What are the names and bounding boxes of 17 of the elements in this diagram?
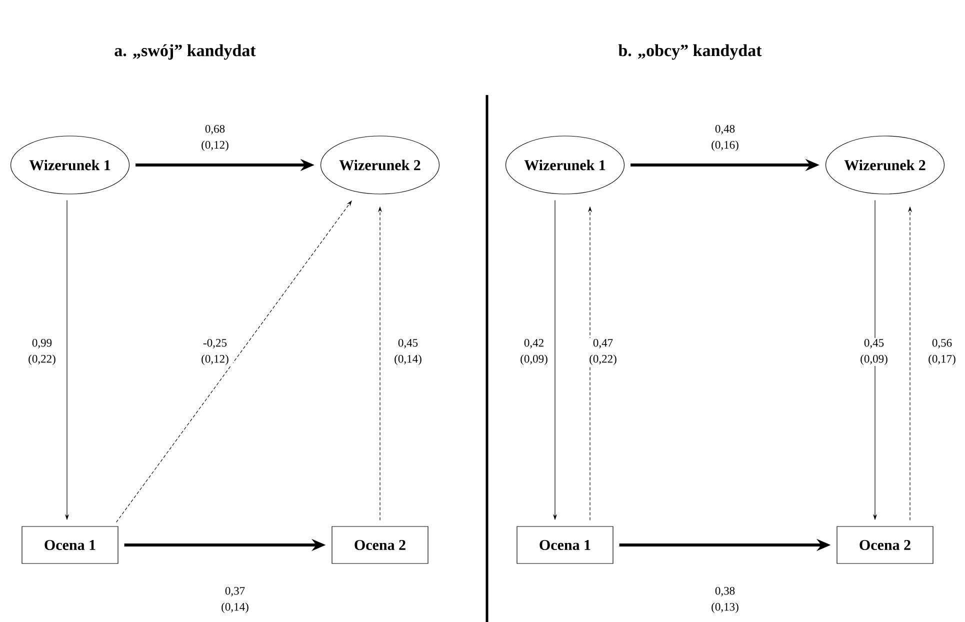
edge-label: 0,99 (0,22)	[28, 338, 56, 366]
observed-box: Ocena 1	[516, 526, 614, 564]
edge-label: 0,45 (0,14)	[394, 338, 422, 366]
edge-label: 0,45 (0,09)	[860, 338, 888, 366]
edge-label: 0,38 (0,13)	[712, 586, 738, 614]
edge-label: 0,42 (0,09)	[520, 338, 548, 366]
edge-label: 0,37 (0,14)	[222, 586, 248, 614]
edge-label: 0,68 (0,12)	[202, 124, 228, 152]
edge-label: -0,25 (0,12)	[202, 338, 228, 366]
edge-label: 0,48 (0,16)	[712, 124, 738, 152]
edge-label: 0,47 (0,22)	[590, 338, 616, 366]
panel-title: b. „obcy” kandydat	[618, 44, 762, 60]
observed-box: Ocena 2	[836, 526, 934, 564]
observed-box: Ocena 1	[22, 526, 118, 564]
observed-box: Ocena 2	[332, 526, 428, 564]
edge-label: 0,56 (0,17)	[928, 338, 956, 366]
panel-title: a. „swój” kandydat	[114, 44, 256, 60]
